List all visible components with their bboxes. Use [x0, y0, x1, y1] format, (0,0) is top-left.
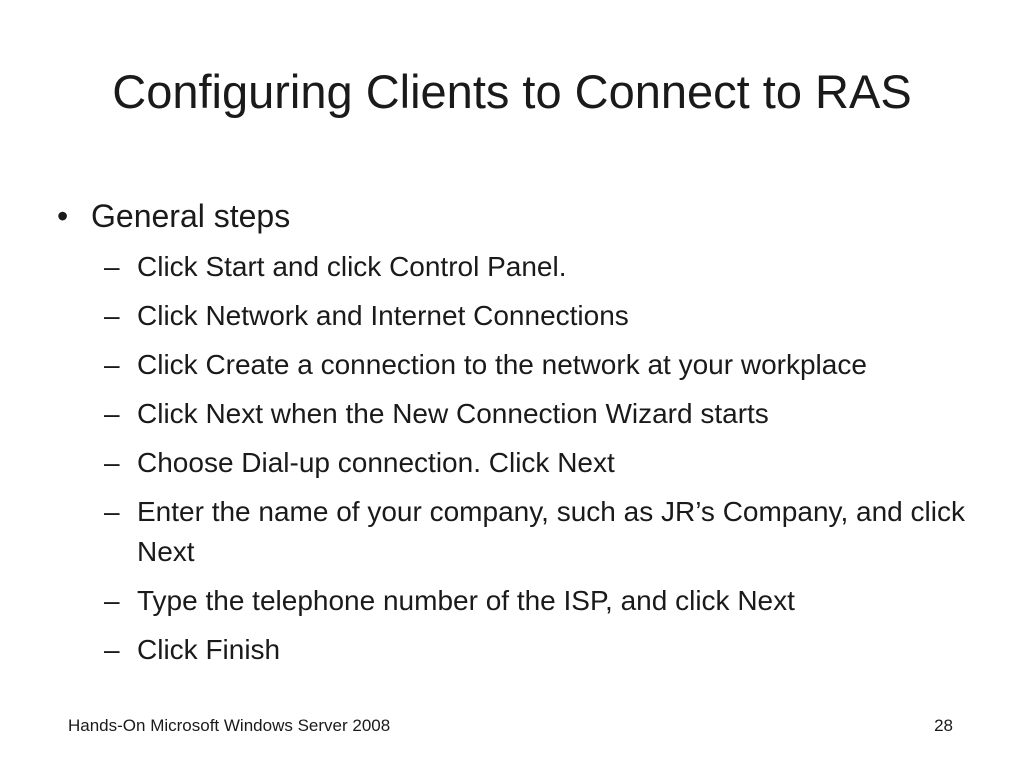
steps-list: –Click Start and click Control Panel. –C…: [104, 247, 984, 679]
bullet-dot: •: [57, 198, 69, 234]
bullet-text: General steps: [91, 198, 291, 234]
step-text: Choose Dial-up connection. Click Next: [137, 447, 615, 478]
step-text: Click Network and Internet Connections: [137, 300, 629, 331]
step-text: Click Create a connection to the network…: [137, 349, 867, 380]
step-item: –Enter the name of your company, such as…: [104, 492, 984, 572]
step-item: –Click Start and click Control Panel.: [104, 247, 984, 287]
dash-mark: –: [104, 251, 120, 282]
footer-book-title: Hands-On Microsoft Windows Server 2008: [68, 716, 391, 735]
step-item: –Click Network and Internet Connections: [104, 296, 984, 336]
step-text: Click Next when the New Connection Wizar…: [137, 398, 769, 429]
dash-mark: –: [104, 349, 120, 380]
dash-mark: –: [104, 634, 120, 665]
dash-mark: –: [104, 300, 120, 331]
dash-mark: –: [104, 496, 120, 527]
step-text: Enter the name of your company, such as …: [137, 496, 965, 567]
step-text: Click Start and click Control Panel.: [137, 251, 567, 282]
dash-mark: –: [104, 447, 120, 478]
footer-page-number: 28: [934, 716, 953, 735]
bullet-general-steps: • General steps: [57, 196, 977, 236]
step-text: Click Finish: [137, 634, 281, 665]
step-item: –Type the telephone number of the ISP, a…: [104, 581, 984, 621]
step-item: –Choose Dial-up connection. Click Next: [104, 443, 984, 483]
slide-title: Configuring Clients to Connect to RAS: [112, 65, 912, 118]
dash-mark: –: [104, 398, 120, 429]
step-item: –Click Create a connection to the networ…: [104, 345, 984, 385]
step-item: –Click Next when the New Connection Wiza…: [104, 394, 984, 434]
dash-mark: –: [104, 585, 120, 616]
step-item: –Click Finish: [104, 630, 984, 670]
step-text: Type the telephone number of the ISP, an…: [137, 585, 795, 616]
